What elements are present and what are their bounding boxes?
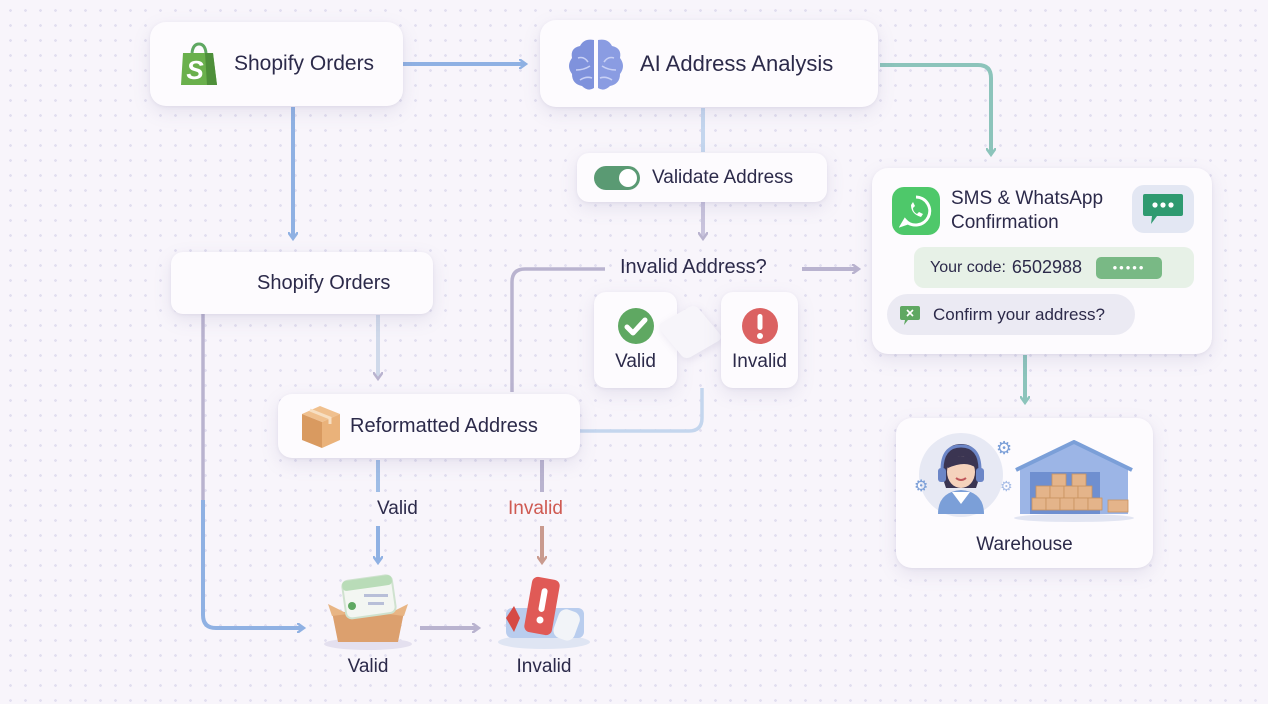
wire-decision-to-reformatted [510,267,605,392]
node-ai-address-analysis[interactable]: AI Address Analysis [540,20,878,107]
support-agent-icon [916,430,1006,520]
result-valid-label: Valid [347,656,389,677]
gear-icon: ⚙ [996,438,1013,458]
branch-valid-label: Valid [377,498,418,519]
node-sms-whatsapp-confirmation[interactable]: SMS & WhatsApp Confirmation Your code: 6… [872,168,1212,354]
sms-title-line2: Confirmation [951,212,1059,233]
node-label: Shopify Orders [257,271,391,294]
code-value: 6502988 [1011,257,1082,277]
warehouse-icon [1012,439,1136,522]
open-package-icon [318,572,418,650]
whatsapp-icon [892,187,940,235]
node-reformatted-address[interactable]: Reformatted Address [278,394,580,458]
node-label: Shopify Orders [234,52,375,75]
sms-title: SMS & WhatsApp Confirmation [951,187,1103,235]
confirm-address-text: Confirm your address? [933,304,1105,324]
wire-check-to-reformatted [580,388,704,433]
confirm-address-prompt[interactable]: Confirm your address? [887,294,1135,335]
node-label: Reformatted Address [350,414,538,437]
node-shopify-orders-mid[interactable]: Shopify Orders [171,252,433,314]
result-invalid[interactable]: Invalid [492,572,596,682]
sms-title-line1: SMS & WhatsApp [951,188,1104,209]
wire-loop-to-shopify [201,283,238,615]
gear-icon: ⚙ [1000,478,1013,494]
node-validate-address[interactable]: Validate Address [577,153,827,202]
node-warehouse[interactable]: ⚙ ⚙ ⚙ Warehouse [896,418,1153,568]
gear-icon: ⚙ [914,478,929,495]
sms-code-row: Your code: 6502988 ••••• [914,247,1194,288]
node-label: Valid [615,351,656,372]
check-circle-icon [617,307,655,345]
exclamation-circle-icon [741,307,779,345]
result-invalid-label: Invalid [516,656,572,677]
node-label: Validate Address [652,166,794,188]
alert-package-icon [492,572,596,650]
cardboard-box-icon [298,402,344,450]
node-label: AI Address Analysis [640,50,834,76]
code-label: Your code: [930,258,1006,276]
branch-invalid-label: Invalid [508,498,563,519]
chat-bubble-icon [1132,185,1194,233]
wire-loop-to-valid [201,500,303,628]
brain-icon [566,36,626,92]
result-valid[interactable]: Valid [318,572,418,682]
node-invalid-exclamation[interactable]: Invalid [721,292,798,388]
toggle-knob [619,168,637,187]
wire-ai-to-sms [880,63,991,154]
shopify-bag-icon: S [178,41,220,87]
warehouse-label: Warehouse [976,534,1073,555]
masked-code-pill: ••••• [1096,256,1162,279]
node-label: Invalid [732,351,787,372]
node-shopify-orders-top[interactable]: S Shopify Orders [150,22,403,106]
svg-text:S: S [186,55,204,85]
node-valid-check[interactable]: Valid [594,292,677,388]
validate-toggle-switch[interactable] [594,165,640,190]
decision-invalid-address: Invalid Address? [620,256,767,278]
confirm-chat-icon [899,304,921,326]
